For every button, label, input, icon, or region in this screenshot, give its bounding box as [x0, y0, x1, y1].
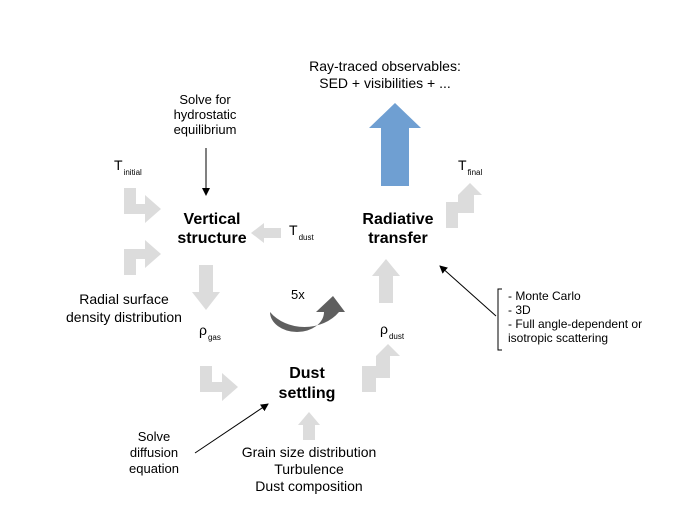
- grain-line-3: Dust composition: [255, 478, 363, 494]
- grain-line-1: Grain size distribution: [241, 444, 377, 460]
- monte-carlo-bracket: [497, 288, 502, 351]
- dust-settling-bent-arrow: [362, 344, 400, 392]
- diffusion-line-3: equation: [129, 461, 179, 476]
- rho-gas-label: ρgas: [199, 323, 221, 342]
- monte-carlo-pointer-line: [439, 265, 497, 317]
- hydrostatic-line-1: Solve for: [179, 92, 231, 107]
- radiative-transfer-label: Radiative transfer: [350, 212, 446, 247]
- vertical-structure-label: Vertical structure: [164, 212, 260, 247]
- t-initial-label: Tinitial: [114, 158, 142, 177]
- radial-bent-arrow: [124, 240, 161, 275]
- hydrostatic-label: Solve for hydrostatic equilibrium: [160, 93, 250, 136]
- t-dust-label: Tdust: [289, 223, 314, 242]
- loop-5x-label: 5x: [291, 287, 305, 302]
- t-final-bent-arrow: [446, 183, 482, 228]
- diffusion-line-2: diffusion: [129, 445, 179, 460]
- vertical-structure-line-1: Vertical: [183, 211, 241, 228]
- t-dust-left-arrow: [251, 223, 281, 243]
- radiative-transfer-line-1: Radiative: [362, 211, 434, 228]
- monte-carlo-line-2: - 3D: [508, 303, 531, 317]
- radial-surface-line-1: Radial surface: [79, 291, 169, 307]
- grain-line-2: Turbulence: [274, 461, 344, 477]
- rho-dust-up-arrow: [372, 259, 400, 303]
- t-final-symbol: T: [458, 157, 467, 173]
- vertical-structure-line-2: structure: [177, 230, 247, 247]
- radial-surface-line-2: density distribution: [66, 309, 182, 325]
- observables-line-1: Ray-traced observables:: [309, 58, 461, 74]
- rho-dust-subscript: dust: [388, 332, 405, 341]
- rho-dust-symbol: ρ: [380, 321, 388, 337]
- monte-carlo-line-4: isotropic scattering: [508, 331, 609, 345]
- t-initial-bent-arrow: [124, 188, 161, 223]
- diffusion-line-1: Solve: [137, 429, 171, 444]
- loop-5x-arrow: [270, 296, 345, 332]
- observables-label: Ray-traced observables: SED + visibiliti…: [287, 59, 483, 90]
- t-initial-symbol: T: [114, 157, 123, 173]
- t-dust-subscript: dust: [298, 233, 314, 242]
- rho-gas-bent-arrow: [200, 366, 238, 401]
- radiative-transfer-line-2: transfer: [368, 230, 428, 247]
- dust-settling-line-2: settling: [278, 385, 336, 402]
- rho-gas-subscript: gas: [207, 333, 221, 342]
- t-dust-symbol: T: [289, 222, 298, 238]
- monte-carlo-line-3: - Full angle-dependent or: [508, 317, 643, 331]
- t-initial-subscript: initial: [123, 168, 142, 177]
- grain-up-arrow: [298, 412, 320, 440]
- dust-settling-label: Dust settling: [262, 366, 352, 402]
- t-final-subscript: final: [467, 168, 483, 177]
- dust-settling-line-1: Dust: [289, 365, 325, 382]
- diffusion-pointer-line: [194, 403, 269, 454]
- monte-carlo-notes: - Monte Carlo - 3D - Full angle-dependen…: [508, 290, 642, 344]
- grain-inputs-label: Grain size distribution Turbulence Dust …: [219, 445, 399, 493]
- observables-up-arrow: [369, 103, 421, 186]
- t-final-label: Tfinal: [458, 158, 482, 177]
- radial-surface-label: Radial surface density distribution: [44, 292, 204, 324]
- monte-carlo-line-1: - Monte Carlo: [508, 289, 581, 303]
- observables-line-2: SED + visibilities + ...: [319, 75, 451, 91]
- diffusion-label: Solve diffusion equation: [114, 430, 194, 475]
- hydrostatic-line-2: hydrostatic: [173, 107, 237, 122]
- hydrostatic-line-3: equilibrium: [173, 122, 237, 137]
- rho-dust-label: ρdust: [380, 322, 404, 341]
- vertical-down-arrow: [192, 265, 220, 310]
- rho-gas-symbol: ρ: [199, 322, 207, 338]
